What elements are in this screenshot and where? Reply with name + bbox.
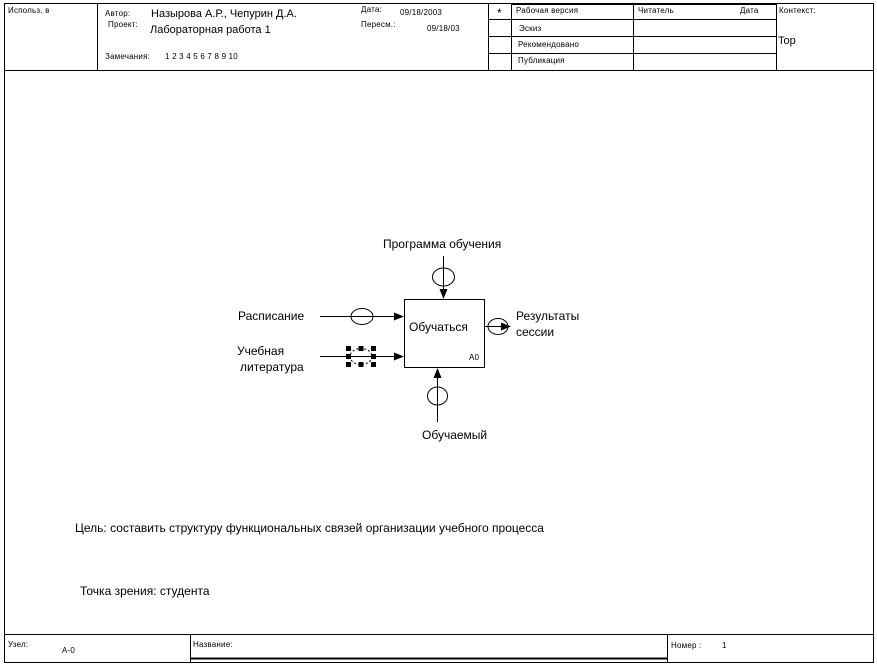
node-value: A-0	[62, 646, 76, 655]
number-value: 1	[722, 641, 727, 650]
revision-value: 09/18/03	[427, 24, 460, 33]
selection-handle[interactable]	[346, 346, 351, 351]
author-label: Автор:	[105, 9, 131, 18]
mechanism-tunnel-icon	[427, 386, 448, 406]
output-tunnel-icon	[487, 318, 509, 335]
date-label: Дата:	[361, 5, 382, 14]
title-label: Название:	[193, 640, 233, 649]
purpose-note[interactable]: Цель: составить структуру функциональных…	[75, 521, 544, 535]
status-working: Рабочая версия	[516, 6, 579, 15]
activity-box[interactable]	[404, 299, 485, 368]
input-tunnel-icon	[350, 308, 374, 325]
selection-handle[interactable]	[371, 346, 376, 351]
output-label-line1: Результаты	[516, 309, 580, 323]
selection-handle[interactable]	[358, 362, 364, 367]
used-at-label: Использ. в	[8, 6, 50, 15]
control-tunnel-icon	[432, 267, 455, 287]
project-label: Проект:	[108, 20, 138, 29]
activity-node-number: A0	[469, 353, 480, 362]
control-label: Программа обучения	[383, 237, 502, 251]
number-label: Номер :	[671, 641, 702, 650]
input-label-literature-line1: Учебная	[237, 344, 285, 358]
input-label-literature-line2: литература	[240, 360, 304, 374]
context-label: Контекст:	[779, 6, 816, 15]
author-value: Назырова А.Р., Чепурин Д.А.	[151, 8, 297, 20]
status-publication: Публикация	[518, 56, 565, 65]
date-value: 09/18/2003	[400, 8, 443, 17]
mechanism-label: Обучаемый	[422, 428, 488, 442]
output-label-line2: сессии	[516, 325, 555, 339]
selection-handle[interactable]	[371, 354, 376, 359]
reader-date-label: Дата	[740, 6, 759, 15]
notes-label: Замечания:	[105, 52, 151, 61]
status-marker: *	[497, 6, 502, 20]
selection-handle[interactable]	[358, 346, 364, 351]
notes-numbers: 1 2 3 4 5 6 7 8 9 10	[165, 52, 238, 61]
viewpoint-note[interactable]: Точка зрения: студента	[80, 584, 210, 598]
reader-label: Читатель	[638, 6, 674, 15]
selection-handle[interactable]	[346, 354, 351, 359]
project-value: Лабораторная работа 1	[150, 24, 271, 36]
status-recommended: Рекомендовано	[518, 40, 580, 49]
activity-label: Обучаться	[409, 320, 468, 334]
context-value: Top	[778, 35, 796, 47]
selection-handle[interactable]	[346, 362, 351, 367]
node-label: Узел:	[8, 640, 29, 649]
status-draft: Эскиз	[519, 24, 542, 33]
revision-label: Пересм.:	[361, 20, 396, 29]
selection-handle[interactable]	[371, 362, 376, 367]
input-label-schedule: Расписание	[238, 309, 305, 323]
